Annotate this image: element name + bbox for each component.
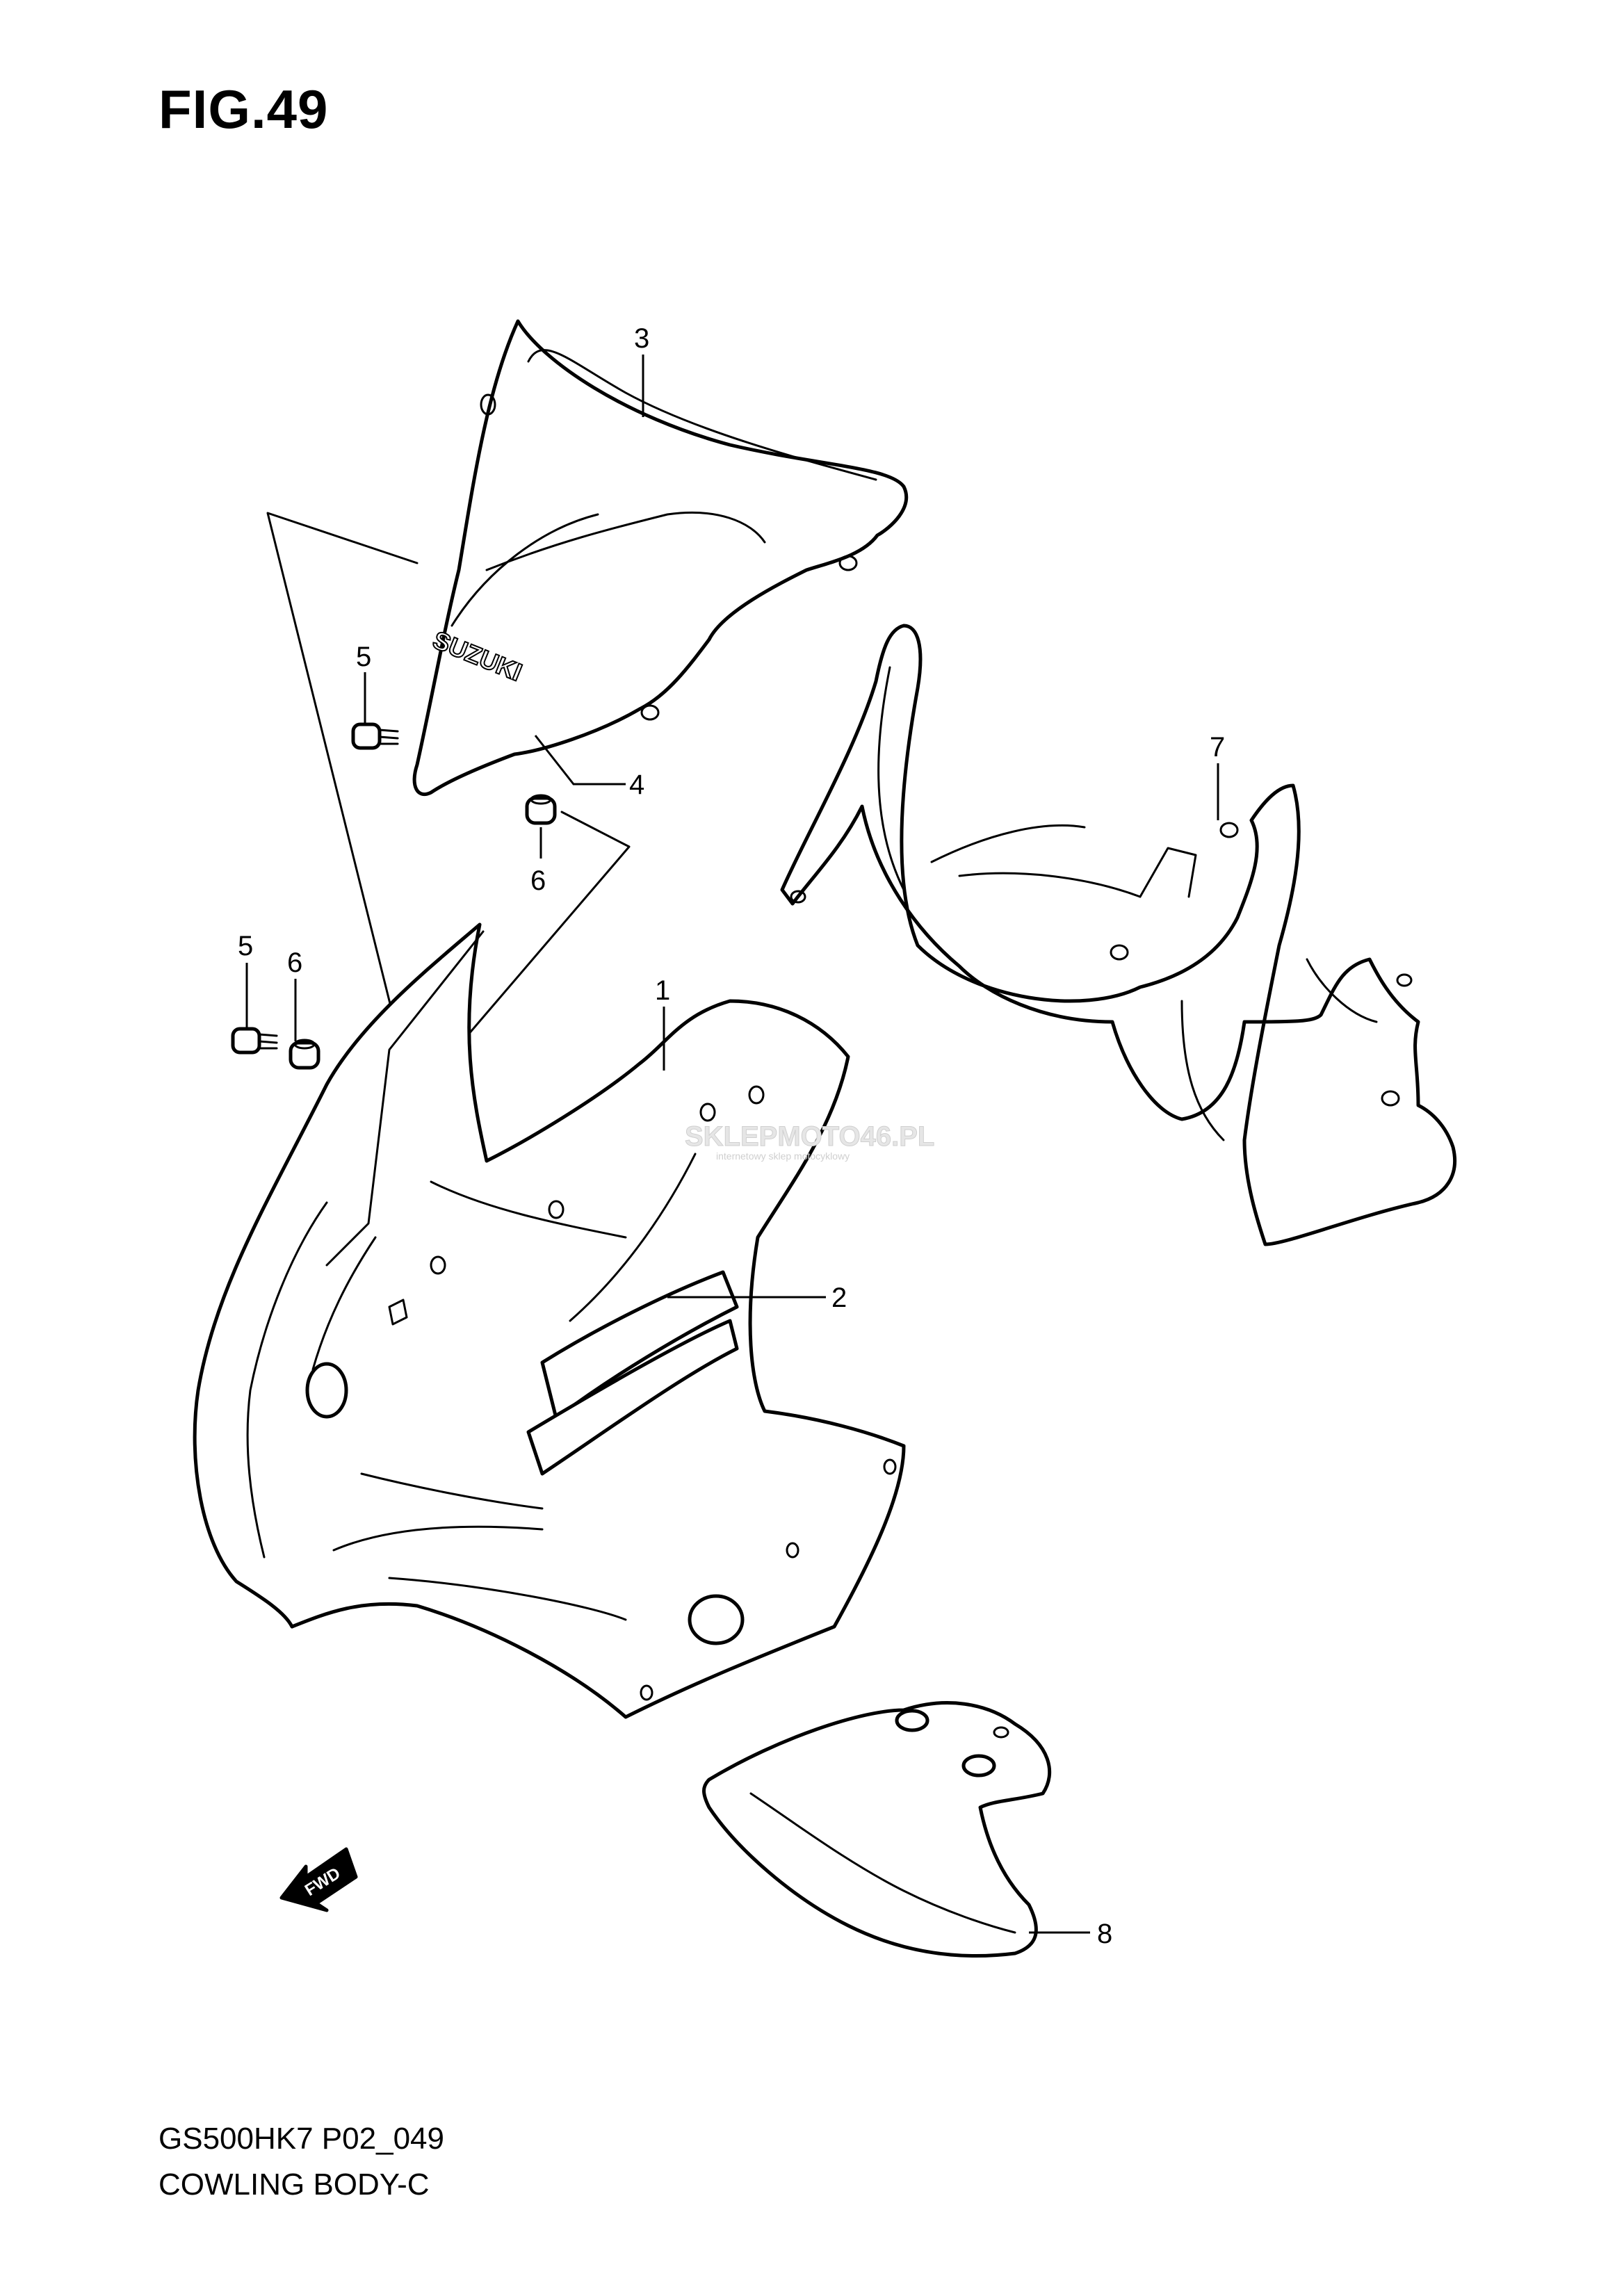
part-3-windscreen: SUZUKI bbox=[412, 319, 909, 796]
forward-direction-arrow: FWD bbox=[279, 1847, 358, 1912]
callout-3: 3 bbox=[634, 323, 649, 354]
part-5-screw-upper bbox=[351, 722, 399, 750]
model-code: GS500HK7 P02_049 bbox=[159, 2122, 444, 2156]
part-7-inner-cowling bbox=[780, 624, 1457, 1246]
watermark-subtext: internetowy sklep motocyklowy bbox=[716, 1150, 850, 1162]
callout-5-lower: 5 bbox=[238, 931, 253, 961]
callout-4: 4 bbox=[629, 770, 644, 800]
part-5-screw-lower bbox=[231, 1027, 278, 1055]
callout-5-upper: 5 bbox=[356, 642, 371, 672]
callout-6-lower: 6 bbox=[287, 947, 302, 978]
part-2-inner-panel bbox=[526, 1270, 739, 1476]
callout-numbers: 3 4 5 6 5 6 1 2 7 8 bbox=[238, 323, 1225, 1949]
part-6-grommet-upper bbox=[525, 794, 557, 825]
callout-2: 2 bbox=[831, 1283, 847, 1313]
callout-8: 8 bbox=[1097, 1919, 1112, 1949]
figure-caption: COWLING BODY-C bbox=[159, 2167, 430, 2202]
watermark-text: SKLEPMOTO46.PL bbox=[685, 1121, 934, 1152]
leader-4 bbox=[534, 735, 626, 786]
callout-7: 7 bbox=[1210, 732, 1225, 763]
part-8-under-cover bbox=[702, 1701, 1052, 1958]
callout-6-upper: 6 bbox=[530, 865, 546, 896]
figure-title: FIG.49 bbox=[159, 79, 329, 140]
leader-lines bbox=[245, 355, 1219, 1934]
callout-1: 1 bbox=[655, 975, 670, 1006]
assembly-guide-line-lower bbox=[325, 930, 485, 1267]
part-6-grommet-lower bbox=[289, 1039, 320, 1070]
watermark: SKLEPMOTO46.PL internetowy sklep motocyk… bbox=[685, 1121, 935, 1162]
part-1-upper-cowling bbox=[193, 922, 906, 1719]
